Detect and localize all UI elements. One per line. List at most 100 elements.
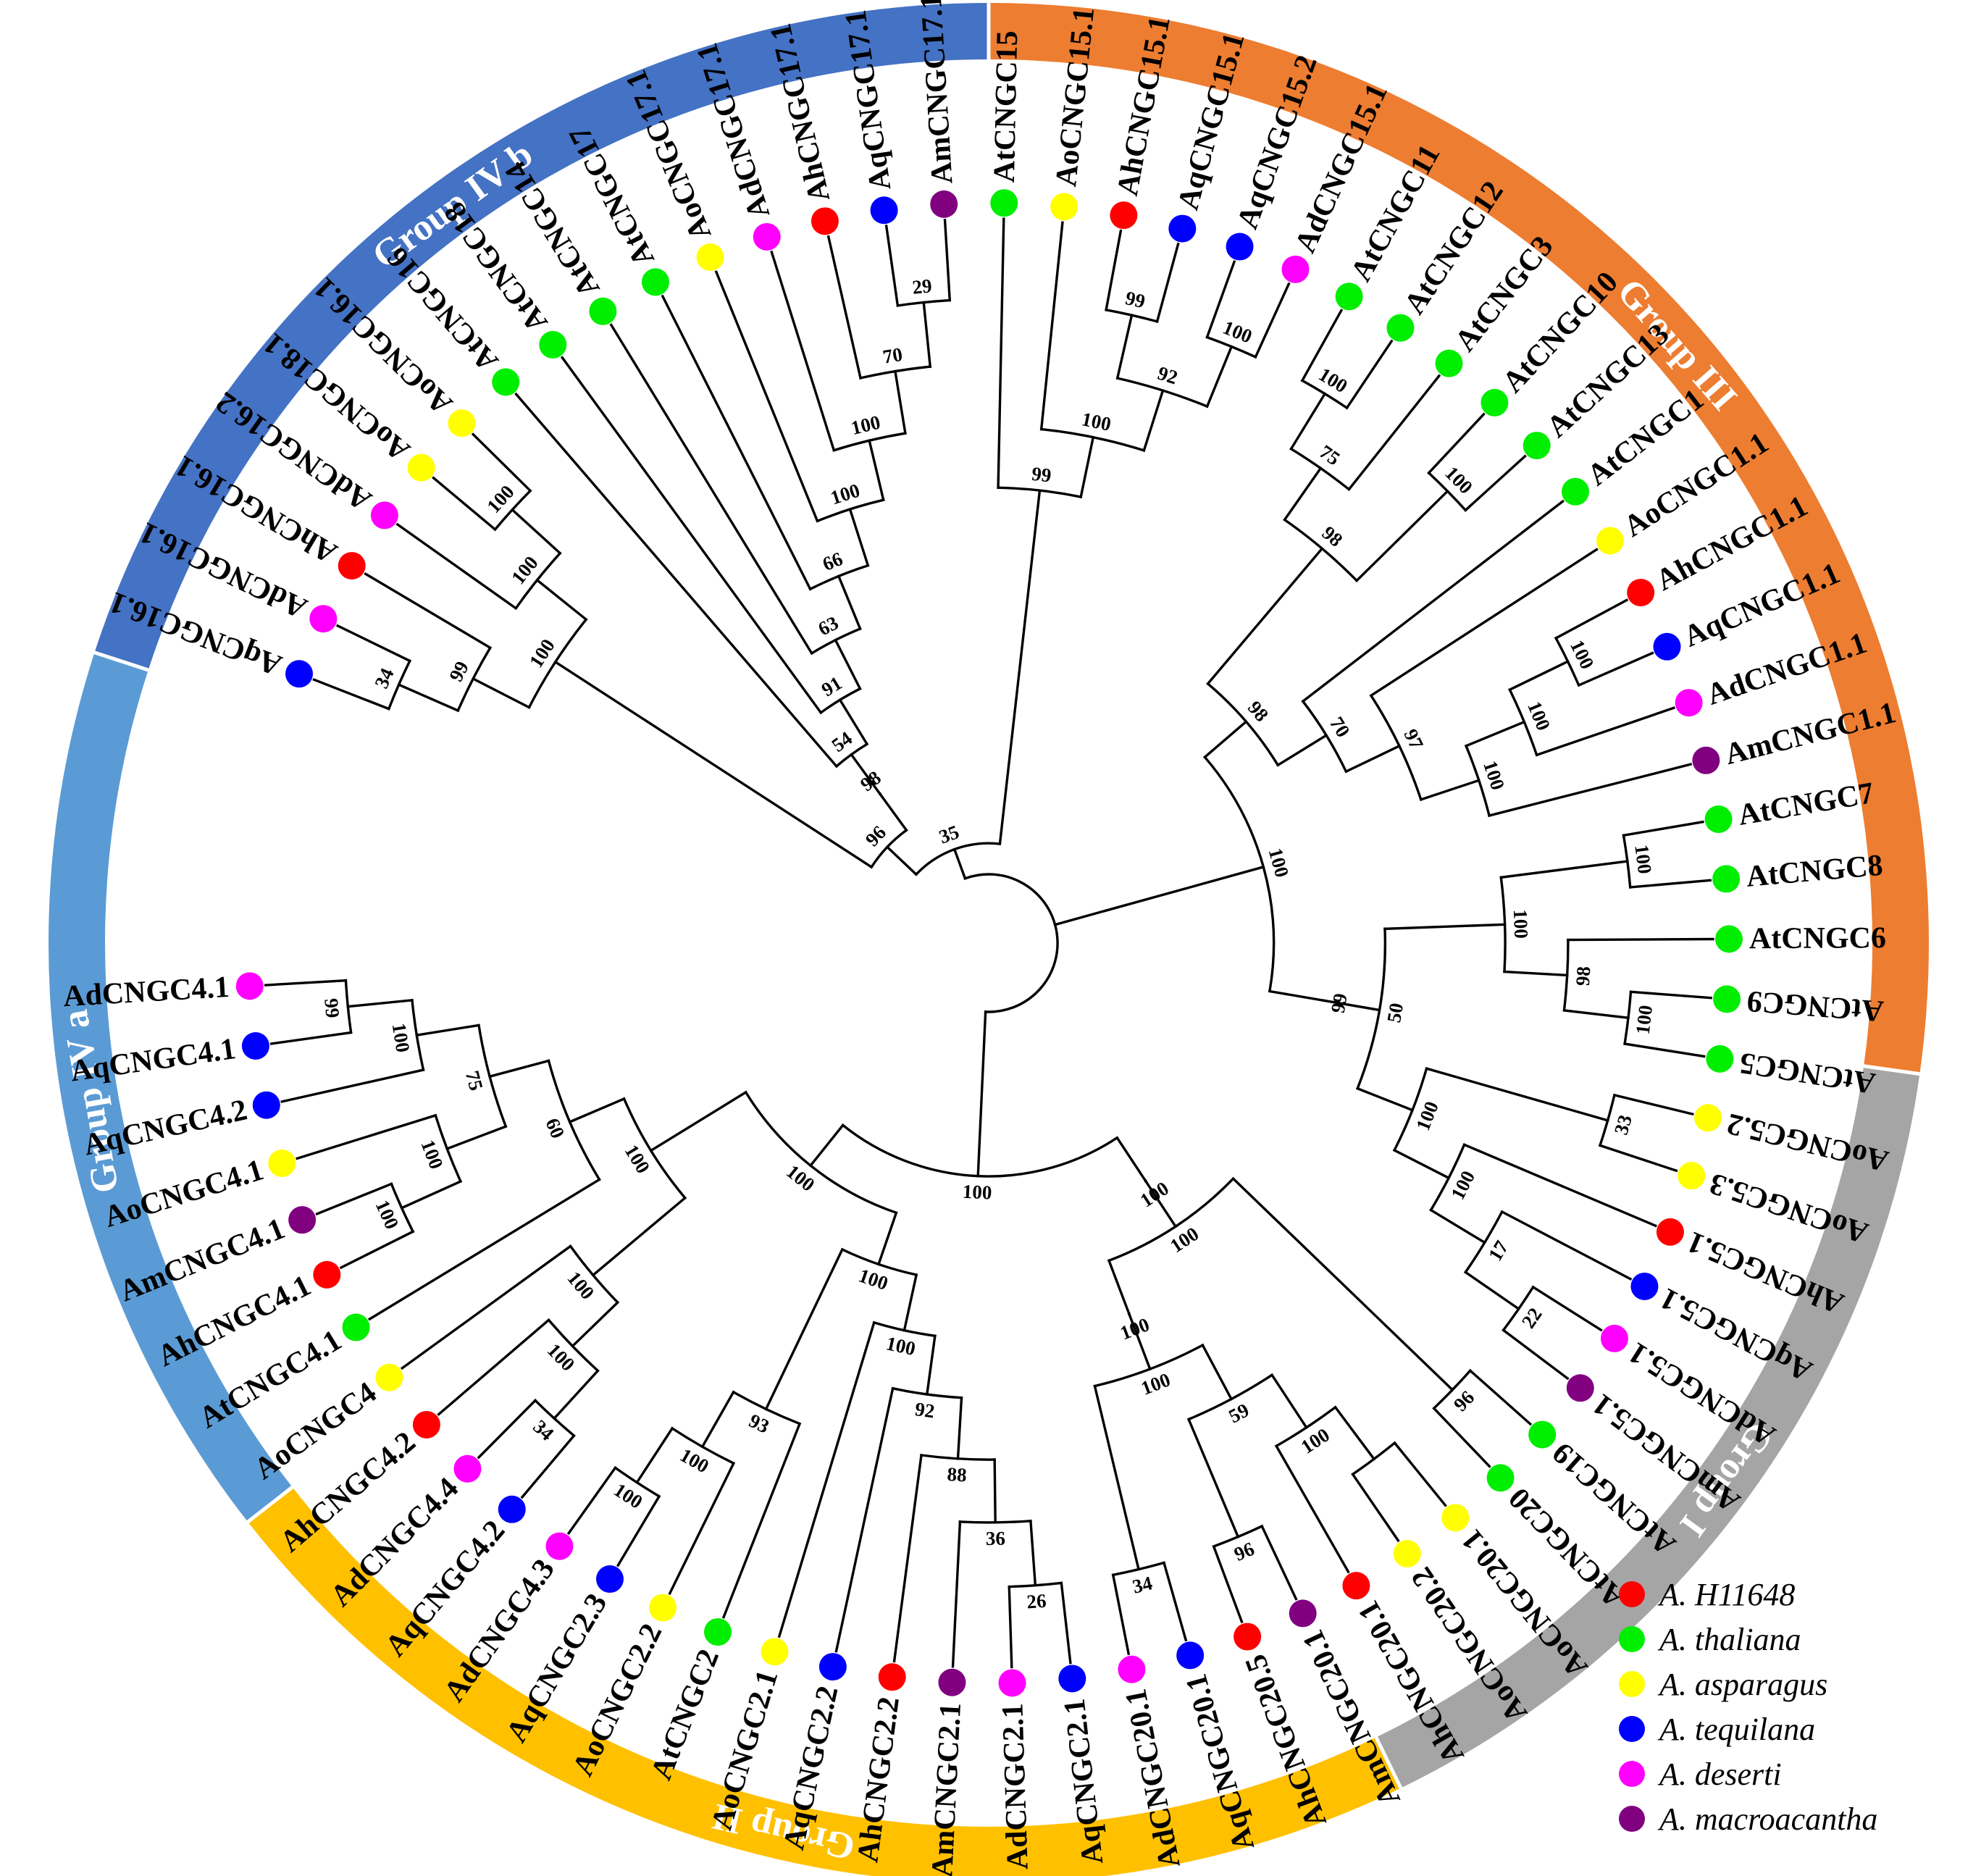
branch [848,507,870,567]
legend-label: A. macroacantha [1659,1801,1878,1837]
branch [1202,719,1248,759]
clade-arc [914,842,1002,876]
clade-arc [1274,1405,1337,1448]
branch [777,1320,876,1638]
species-dot [539,330,567,359]
species-dot [990,189,1018,217]
clade-arc [808,564,870,591]
branch [1155,242,1180,323]
branch [1383,923,1507,931]
bootstrap-value: 100 [856,1265,891,1295]
clade-arc [832,432,907,452]
species-dot [1435,349,1463,377]
bootstrap-value: 100 [1138,1368,1173,1399]
clade-arc [1283,518,1359,583]
branch [1205,260,1236,339]
branch [510,508,562,556]
branch [1205,345,1234,409]
branch [1289,392,1327,451]
branch [998,489,1042,845]
branch [280,1068,425,1103]
bootstrap-value: 66 [819,548,845,575]
branch [1499,860,1629,879]
branch [1429,1208,1487,1244]
branch [1629,990,1712,1000]
species-dot [1441,1504,1470,1532]
branch [1111,1573,1131,1656]
branch [834,638,862,691]
bootstrap-value: 34 [529,1415,558,1444]
branch [868,439,885,502]
clade-arc [891,1386,963,1399]
branch [1462,1143,1657,1228]
clade-arc [1203,755,1276,993]
branch [1393,1441,1447,1507]
branch [893,369,907,435]
species-dot [1713,985,1741,1013]
bootstrap-value: 92 [1155,362,1181,389]
species-dot [649,1594,677,1622]
bootstrap-value: 34 [370,665,398,692]
species-dot [1176,1641,1205,1670]
species-dot [870,196,898,225]
branch [1464,720,1526,748]
species-dot [1714,925,1743,953]
branch [1468,1368,1533,1426]
species-dot [407,453,435,482]
species-dot [1226,233,1254,261]
clade-arc [963,873,1059,1013]
clade-arc [434,1113,463,1184]
branch [591,1196,687,1277]
branch [721,1422,802,1619]
branch [1355,1086,1415,1112]
species-dot [235,972,264,1000]
clade-arc [858,365,932,380]
species-dot [1627,579,1655,607]
clade-arc [872,1320,937,1338]
clade-arc [920,1454,996,1461]
branch [1060,1581,1072,1664]
species-dot [811,207,839,235]
species-dot [268,1149,296,1177]
branch [1212,1544,1244,1624]
branch [1270,1373,1309,1430]
species-dot [1678,1162,1706,1190]
bootstrap-value: 26 [1026,1590,1047,1613]
species-dot [492,368,520,396]
clade-arc [411,999,425,1072]
species-dot [498,1495,526,1523]
branch [1206,546,1324,686]
group-ring-segment [1375,1065,1920,1788]
species-dot [938,1668,966,1696]
branch [1503,970,1569,977]
branch [1039,221,1064,431]
species-dot [241,1031,269,1060]
branch [477,1398,537,1460]
branch [1419,779,1480,802]
branch [834,1386,895,1653]
branch [1598,1144,1678,1173]
clade-arc [1355,927,1387,1090]
branch [339,1230,415,1270]
species-dot [448,409,476,437]
branch [635,1426,674,1485]
branch [997,217,1005,490]
clade-arc [869,828,908,869]
group-separator [246,1484,295,1525]
branch [1392,1148,1451,1180]
branch [1079,435,1095,499]
species-dot [313,1260,341,1289]
branch [1333,1405,1376,1461]
species-dot [1234,1622,1262,1651]
branch [296,1113,437,1160]
tree-branches [264,217,1714,1669]
bootstrap-value: 17 [1484,1237,1513,1265]
branch [1351,1473,1400,1543]
branch [1622,820,1704,837]
bootstrap-value: 22 [1517,1304,1546,1332]
species-dot [285,660,313,688]
branch [609,323,814,656]
species-dot [1393,1540,1421,1568]
clade-arc [1392,1067,1428,1152]
